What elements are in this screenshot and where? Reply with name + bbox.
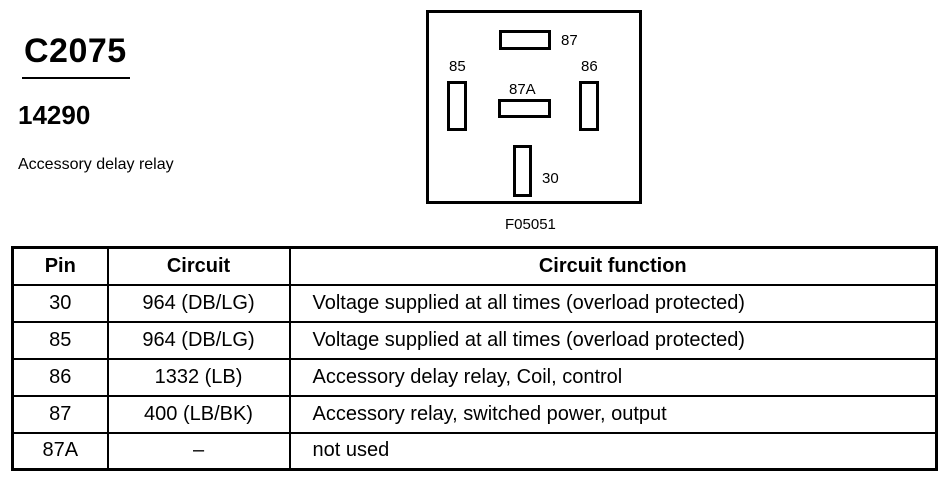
header-circuit: Circuit (106, 246, 291, 286)
cell-function: Accessory delay relay, Coil, control (288, 357, 938, 397)
pin-label-87a: 87A (509, 81, 536, 98)
cell-circuit: – (106, 431, 291, 471)
cell-circuit: 400 (LB/BK) (106, 394, 291, 434)
cell-function: not used (288, 431, 938, 471)
cell-function: Voltage supplied at all times (overload … (288, 320, 938, 360)
cell-pin: 30 (11, 283, 109, 323)
figure-code: F05051 (505, 216, 556, 233)
cell-circuit: 1332 (LB) (106, 357, 291, 397)
connector-id-underline (22, 77, 130, 79)
terminal-30 (513, 145, 532, 197)
pin-table: Pin Circuit Circuit function 30 964 (DB/… (11, 246, 938, 471)
pin-label-85: 85 (449, 58, 466, 75)
pin-label-86: 86 (581, 58, 598, 75)
cell-function: Voltage supplied at all times (overload … (288, 283, 938, 323)
table-header-row: Pin Circuit Circuit function (11, 246, 938, 286)
connector-description: Accessory delay relay (18, 156, 174, 173)
terminal-85 (447, 81, 467, 131)
cell-pin: 86 (11, 357, 109, 397)
cell-circuit: 964 (DB/LG) (106, 283, 291, 323)
pin-label-87: 87 (561, 32, 578, 49)
pin-label-30: 30 (542, 170, 559, 187)
part-number: 14290 (18, 100, 91, 130)
terminal-86 (579, 81, 599, 131)
header-pin: Pin (11, 246, 109, 286)
table-row: 30 964 (DB/LG) Voltage supplied at all t… (11, 283, 938, 323)
cell-pin: 87 (11, 394, 109, 434)
table-row: 87A – not used (11, 431, 938, 471)
cell-pin: 87A (11, 431, 109, 471)
terminal-87a (498, 99, 551, 118)
table-row: 87 400 (LB/BK) Accessory relay, switched… (11, 394, 938, 434)
header-circuit-function: Circuit function (288, 246, 938, 286)
connector-id: C2075 (24, 32, 127, 70)
cell-function: Accessory relay, switched power, output (288, 394, 938, 434)
table-row: 85 964 (DB/LG) Voltage supplied at all t… (11, 320, 938, 360)
relay-diagram: 87 85 87A 86 30 (426, 10, 642, 204)
terminal-87 (499, 30, 551, 50)
table-row: 86 1332 (LB) Accessory delay relay, Coil… (11, 357, 938, 397)
cell-circuit: 964 (DB/LG) (106, 320, 291, 360)
cell-pin: 85 (11, 320, 109, 360)
